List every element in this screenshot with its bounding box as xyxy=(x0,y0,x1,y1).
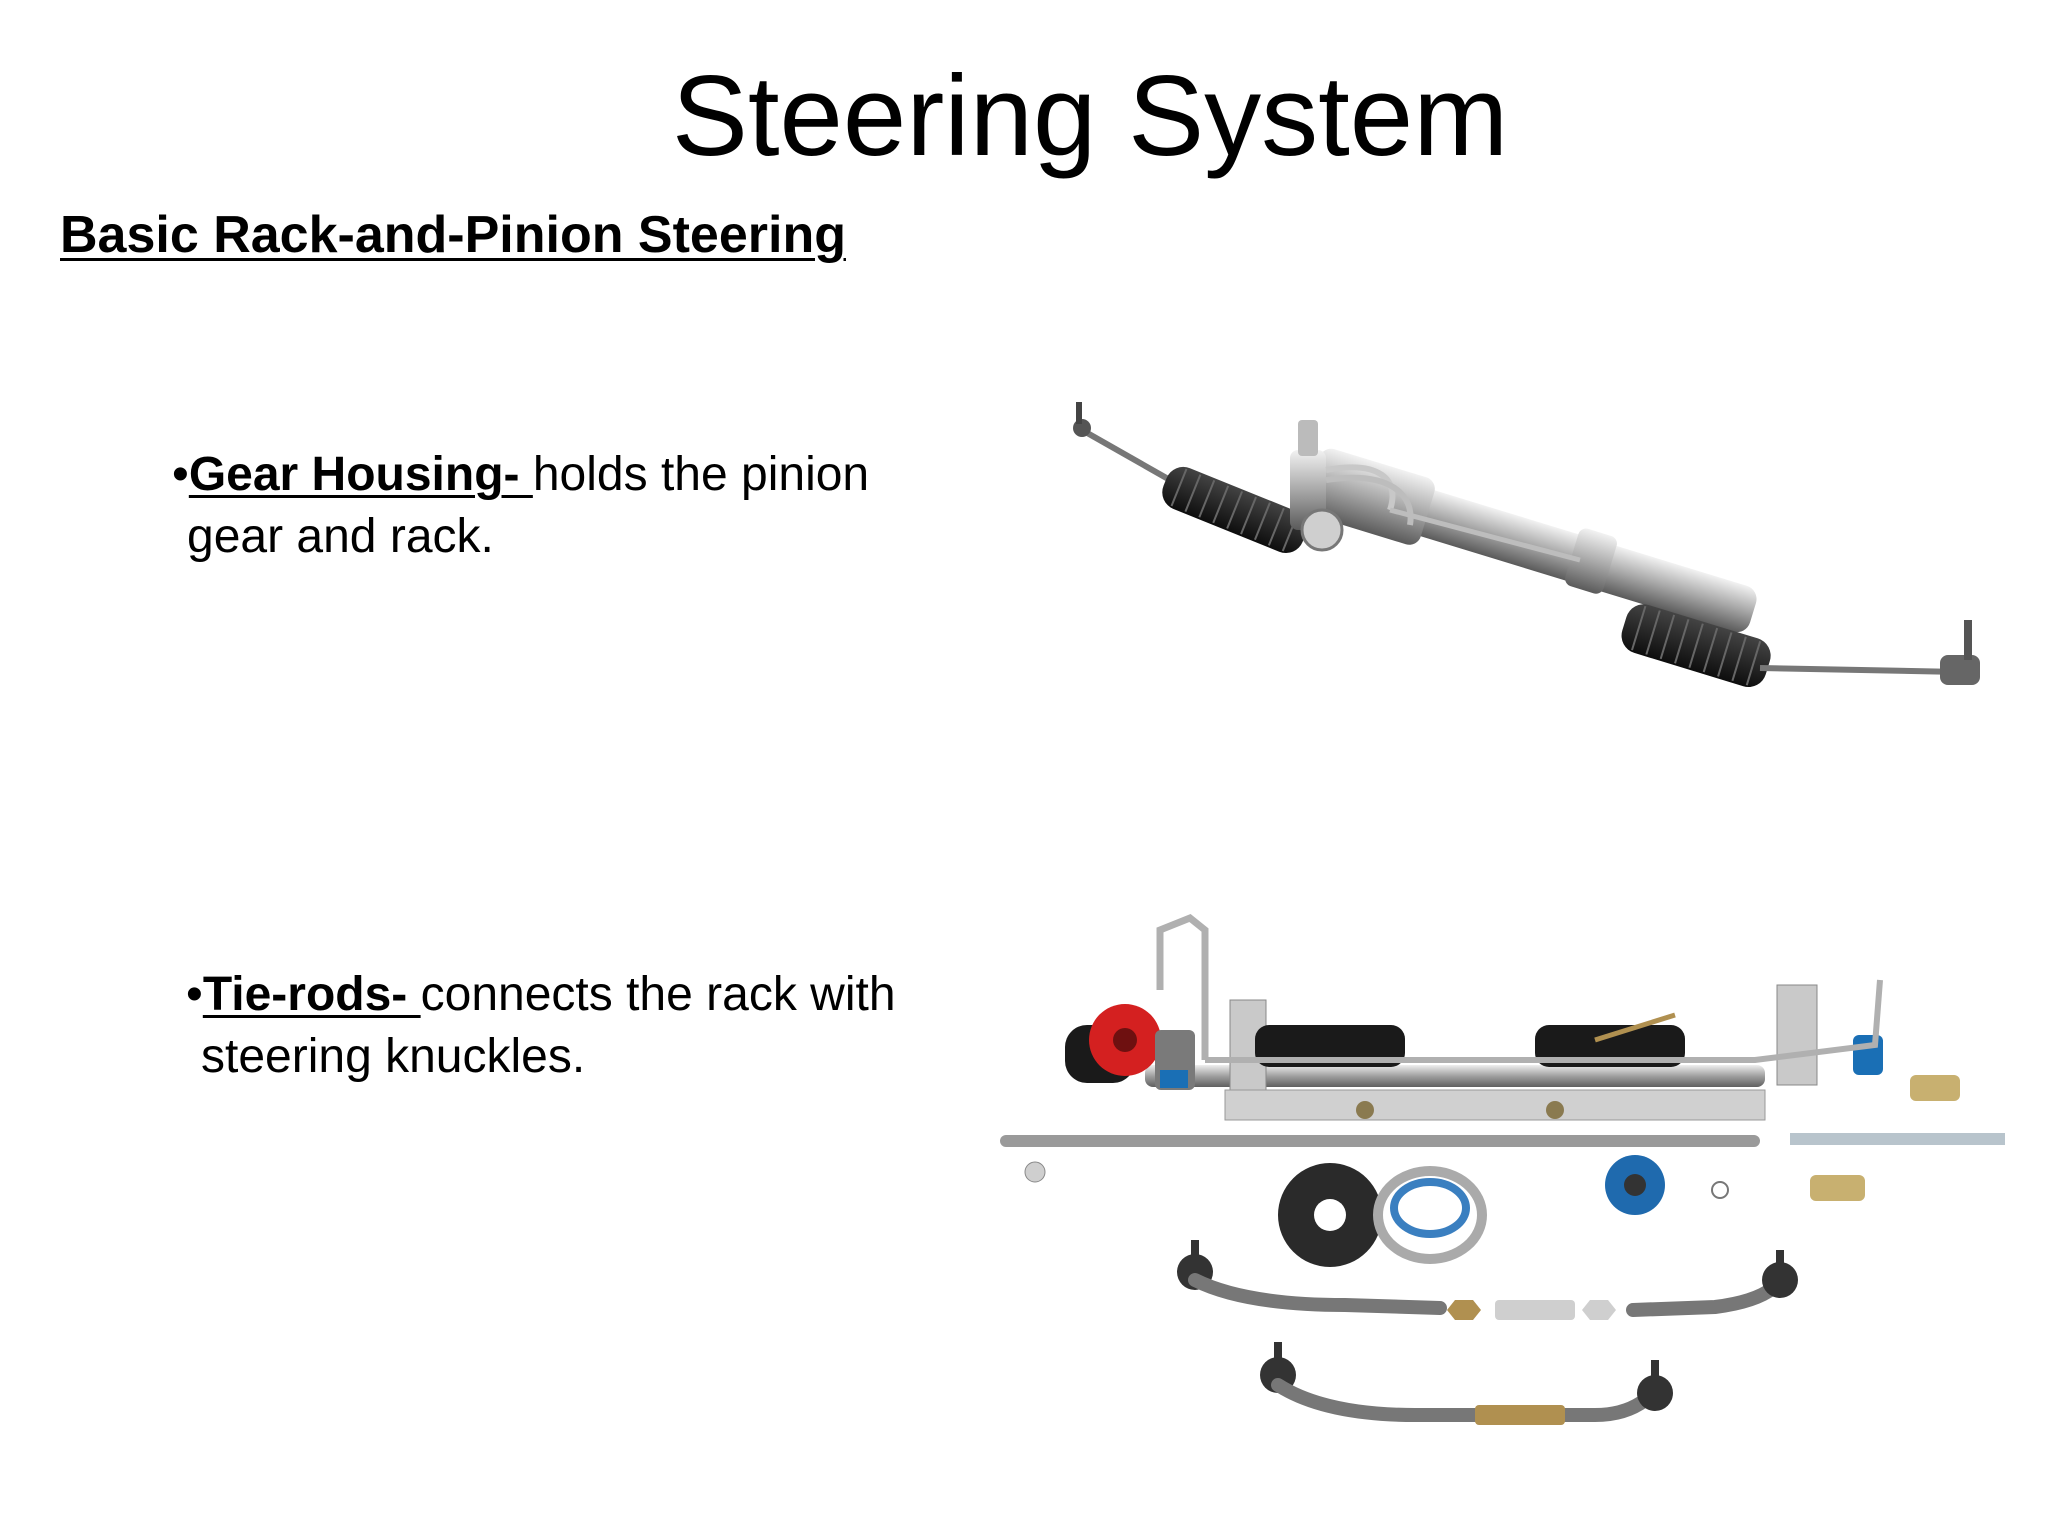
slide-title: Steering System xyxy=(671,53,1509,180)
bullet-marker: • xyxy=(172,448,189,501)
bullet-gear-housing: •Gear Housing- holds the pinion gear and… xyxy=(172,444,869,568)
bullet-marker: • xyxy=(186,968,203,1021)
bullet-term: Tie-rods- xyxy=(202,968,421,1021)
bullet-text: connects the rack with xyxy=(420,968,896,1021)
bullet-text-continued: gear and rack. xyxy=(187,510,494,563)
steering-kit-photo xyxy=(995,910,2015,1450)
bullet-term: Gear Housing- xyxy=(188,448,533,501)
rack-and-pinion-photo xyxy=(1060,400,2000,720)
slide-subtitle: Basic Rack-and-Pinion Steering xyxy=(60,206,846,264)
bullet-text-continued: steering knuckles. xyxy=(201,1030,586,1083)
bullet-text: holds the pinion xyxy=(532,448,870,501)
bullet-tie-rods: •Tie-rods- connects the rack with steeri… xyxy=(186,964,896,1088)
